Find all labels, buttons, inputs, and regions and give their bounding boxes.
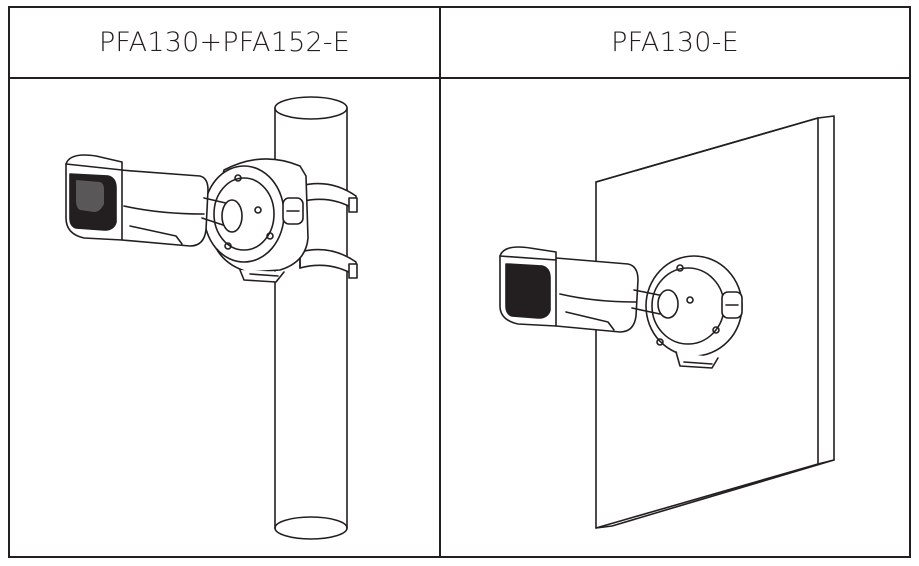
pole-icon <box>274 96 348 540</box>
header-divider <box>10 77 909 79</box>
column-header-pole-mount: PFA130+PFA152-E <box>98 27 351 58</box>
mounting-table: PFA130+PFA152-E PFA130-E <box>8 6 911 558</box>
junction-box-icon <box>645 255 743 369</box>
pole-mount-illustration <box>65 96 358 540</box>
column-header-wall-mount: PFA130-E <box>611 27 739 58</box>
junction-box-icon <box>203 158 309 283</box>
bullet-camera-icon <box>65 154 243 247</box>
bullet-camera-icon <box>499 246 679 333</box>
column-divider <box>439 8 441 556</box>
wall-mount-illustration <box>499 115 835 529</box>
